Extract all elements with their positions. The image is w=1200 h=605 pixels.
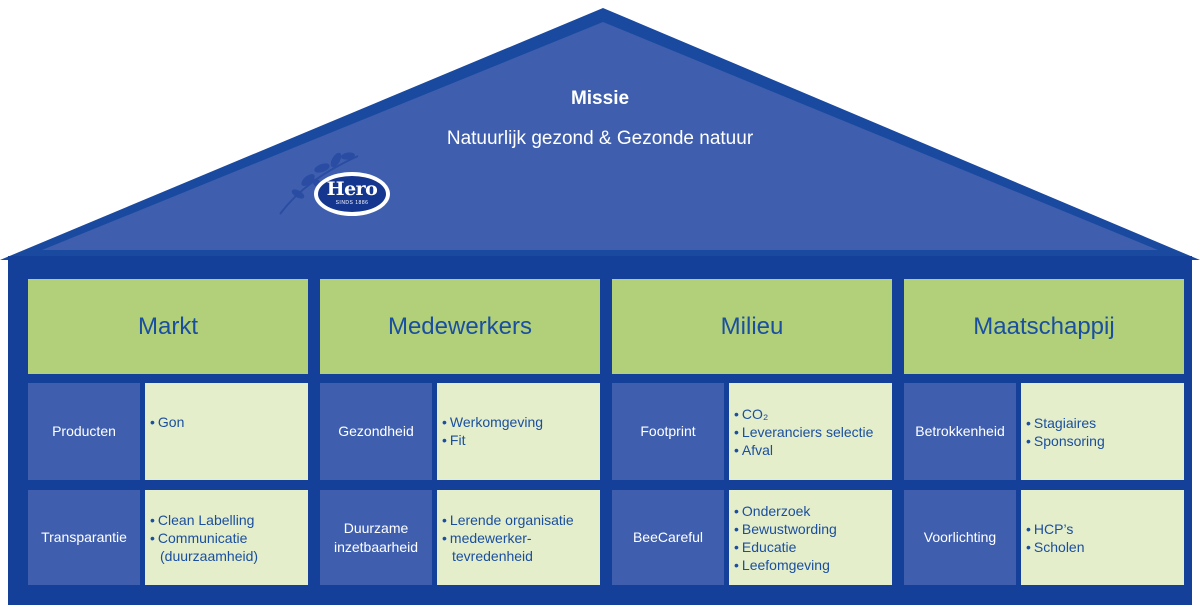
mission-title: Missie bbox=[570, 88, 630, 109]
row-label-transparantie: Transparantie bbox=[28, 490, 140, 585]
list-item: Onderzoek bbox=[734, 502, 892, 520]
row-content-voorlichting: HCP’s Scholen bbox=[1021, 490, 1184, 585]
pillar-medewerkers-title: Medewerkers bbox=[320, 279, 600, 374]
row-content-transparantie: Clean Labelling Communicatie (duurzaamhe… bbox=[145, 490, 308, 585]
list-item: Sponsoring bbox=[1026, 432, 1184, 450]
row-label-beecareful: BeeCareful bbox=[612, 490, 724, 585]
logo-tagline: SINDS 1886 bbox=[335, 200, 369, 206]
list-item: Communicatie (duurzaamheid) bbox=[150, 529, 295, 565]
list-item: Afval bbox=[734, 441, 892, 459]
row-label-gezondheid: Gezondheid bbox=[320, 383, 432, 480]
row-content-footprint: CO₂ Leveranciers selectie Afval bbox=[729, 383, 892, 480]
row-content-duurzame-inzetbaarheid: Lerende organisatie medewerker-tevredenh… bbox=[437, 490, 600, 585]
row-label-voorlichting: Voorlichting bbox=[904, 490, 1016, 585]
list-item: Leveranciers selectie bbox=[734, 423, 892, 441]
list-item: Clean Labelling bbox=[150, 511, 308, 529]
list-item: Educatie bbox=[734, 538, 892, 556]
row-content-betrokkenheid: Stagiaires Sponsoring bbox=[1021, 383, 1184, 480]
list-item: Bewustwording bbox=[734, 520, 892, 538]
row-content-beecareful: Onderzoek Bewustwording Educatie Leefomg… bbox=[729, 490, 892, 585]
list-item: Gon bbox=[150, 413, 308, 431]
list-item: medewerker-tevredenheid bbox=[442, 529, 547, 565]
list-item: Leefomgeving bbox=[734, 556, 892, 574]
list-item: Fit bbox=[442, 431, 600, 449]
mission-statement: Natuurlijk gezond & Gezonde natuur bbox=[446, 128, 754, 149]
hero-logo: Hero SINDS 1886 bbox=[278, 150, 418, 220]
row-label-footprint: Footprint bbox=[612, 383, 724, 480]
pillar-maatschappij-title: Maatschappij bbox=[904, 279, 1184, 374]
list-item: CO₂ bbox=[734, 405, 892, 423]
pillar-milieu-title: Milieu bbox=[612, 279, 892, 374]
list-item: HCP’s bbox=[1026, 520, 1184, 538]
row-label-producten: Producten bbox=[28, 383, 140, 480]
list-item: Stagiaires bbox=[1026, 414, 1184, 432]
list-item: Werkomgeving bbox=[442, 413, 600, 431]
logo-wordmark: Hero bbox=[326, 178, 378, 200]
list-item: Lerende organisatie bbox=[442, 511, 600, 529]
row-content-gezondheid: Werkomgeving Fit bbox=[437, 383, 600, 480]
pillar-markt-title: Markt bbox=[28, 279, 308, 374]
row-content-producten: Gon bbox=[145, 383, 308, 480]
row-label-betrokkenheid: Betrokkenheid bbox=[904, 383, 1016, 480]
list-item: Scholen bbox=[1026, 538, 1184, 556]
